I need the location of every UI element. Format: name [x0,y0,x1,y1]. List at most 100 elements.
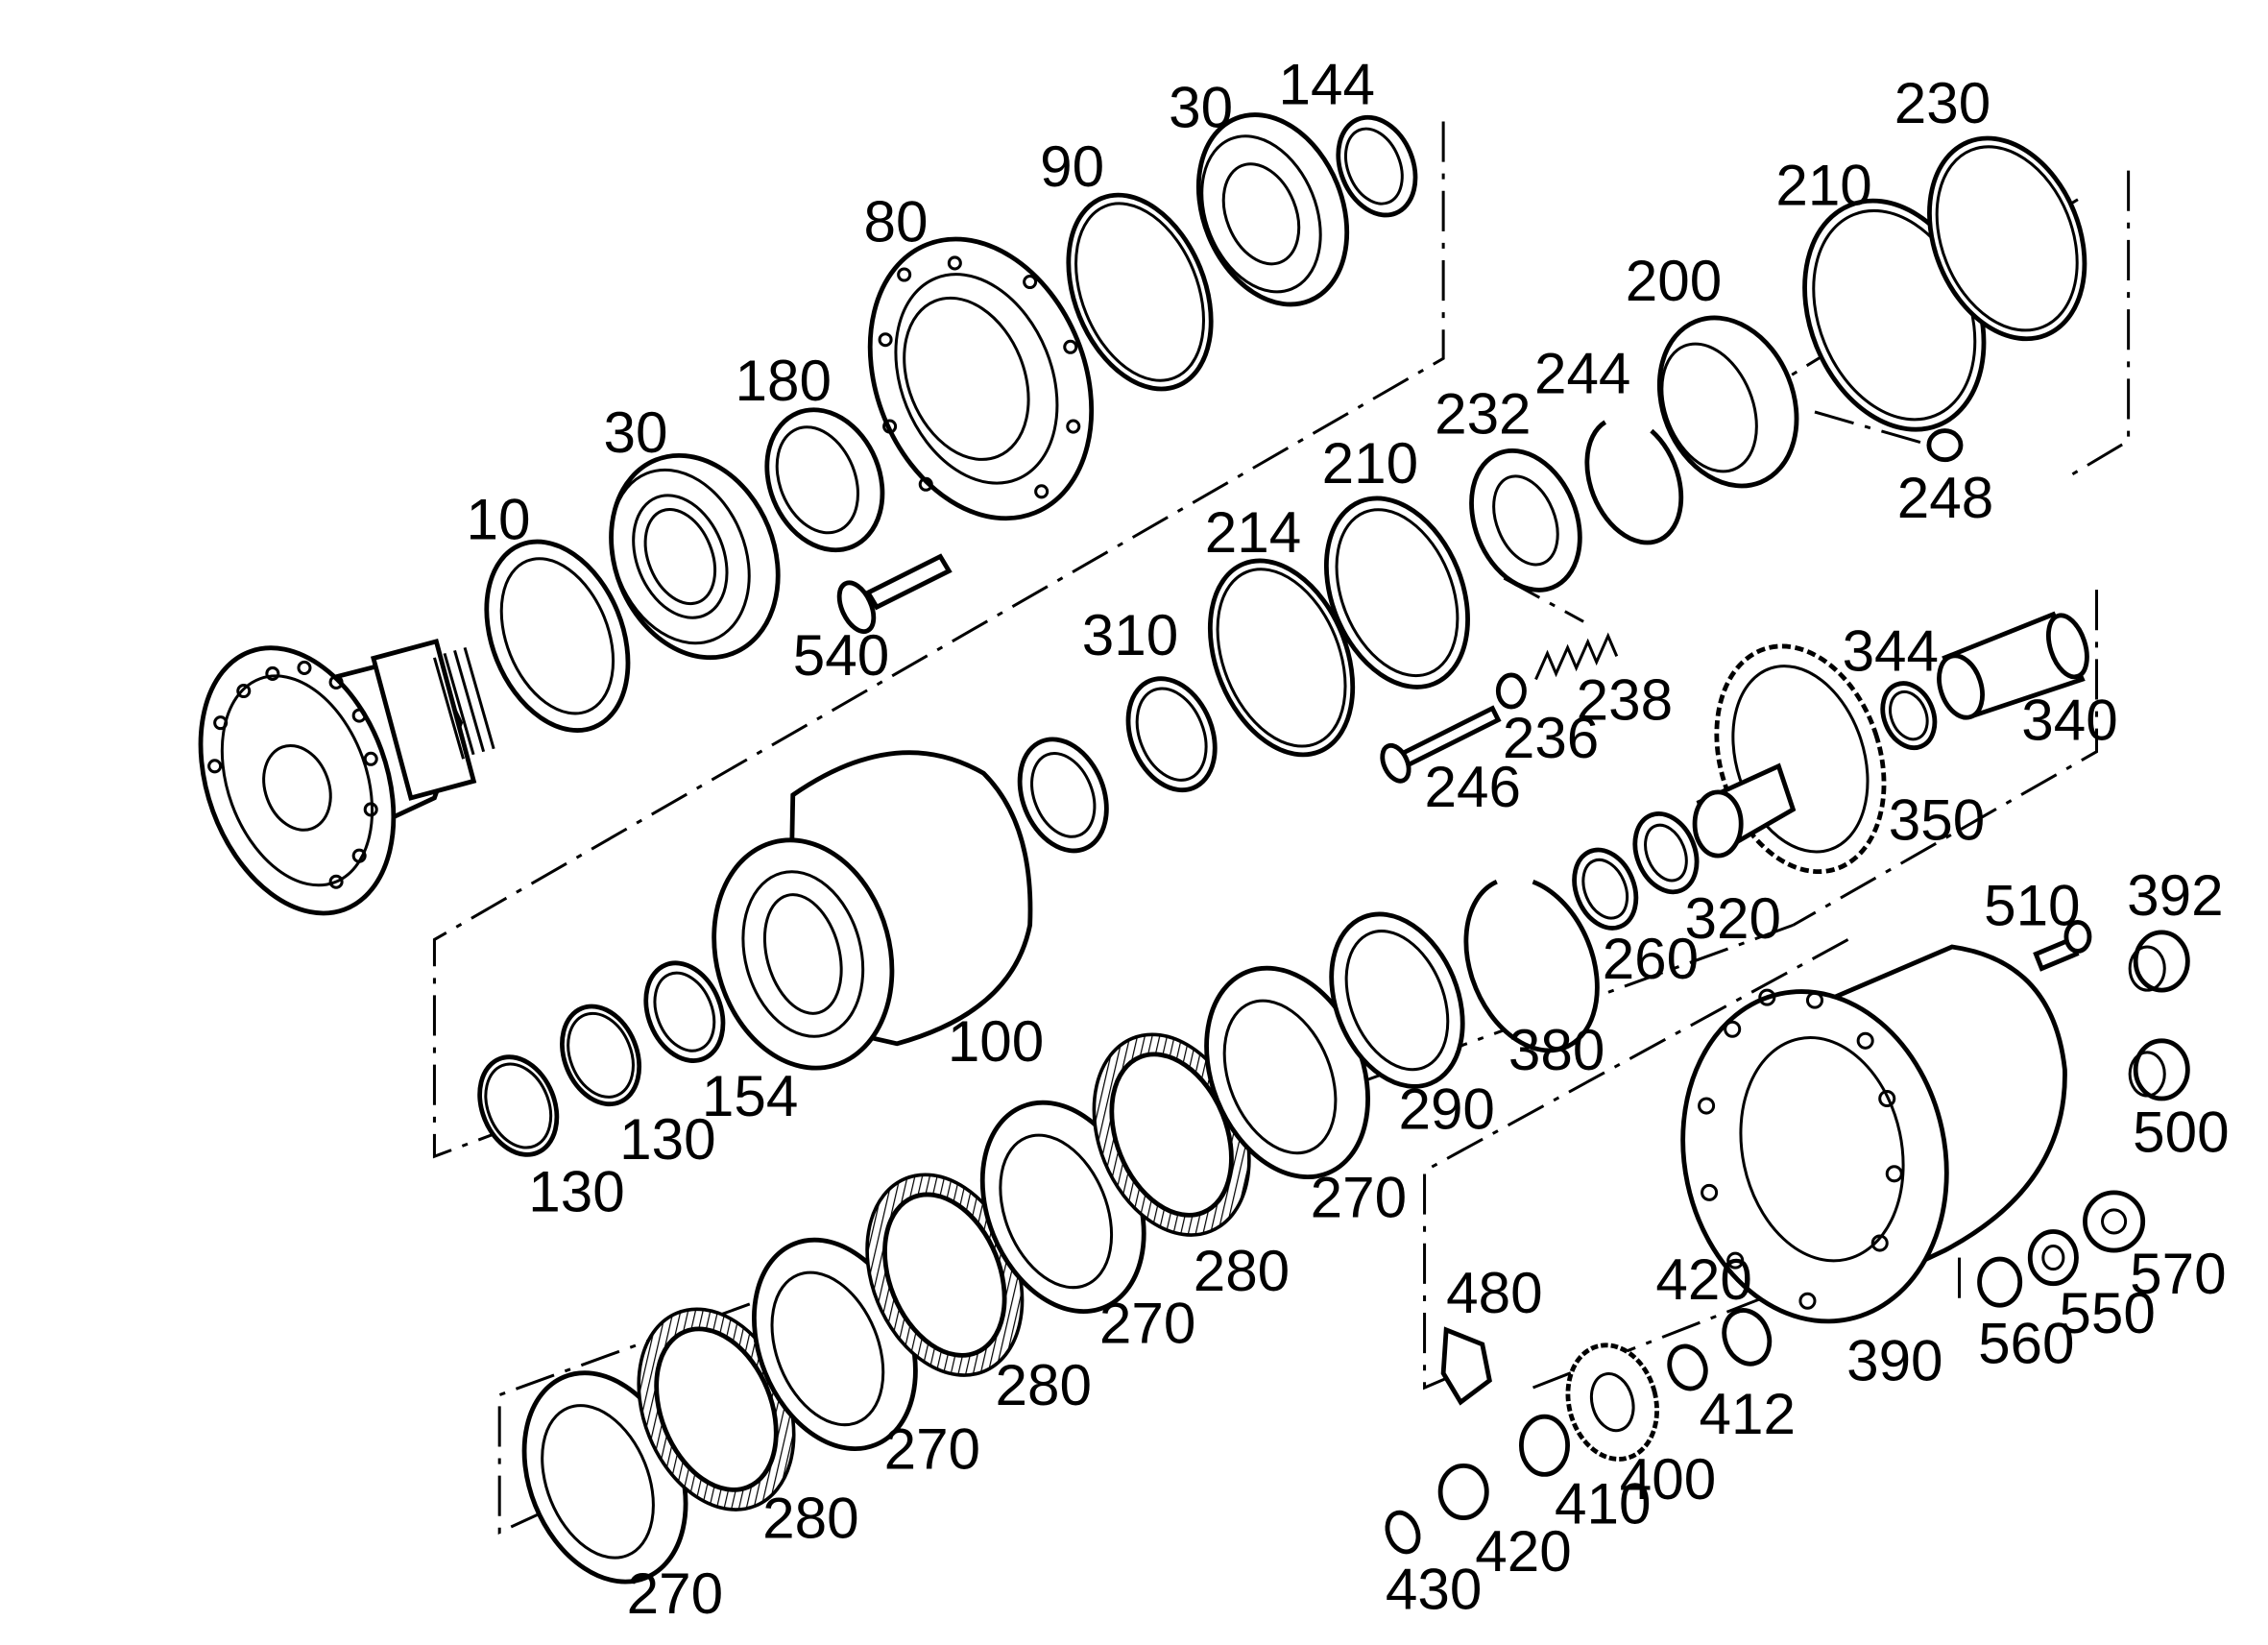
label-412: 412 [1700,1381,1796,1446]
part-10-seal [484,539,631,733]
clutch-disc-pack [521,965,1370,1585]
label-392: 392 [2127,862,2223,928]
label-180: 180 [736,348,832,413]
part-236-washer [1495,672,1527,710]
part-246-bolt [1380,705,1502,784]
label-100: 100 [948,1008,1044,1074]
part-230-ring [1927,135,2087,342]
part-500-plug [2128,1038,2190,1101]
part-10-output-flange [198,639,495,916]
callout-labels: 10 30 180 80 90 30 144 540 310 214 210 2… [467,51,2230,1626]
label-30-left: 30 [604,399,668,465]
part-238-spring [1534,632,1619,681]
label-380: 380 [1508,1017,1604,1082]
label-214: 214 [1205,499,1301,565]
label-90: 90 [1040,133,1104,199]
label-500: 500 [2133,1100,2229,1165]
label-510: 510 [1984,872,2080,937]
label-270-c: 270 [1099,1290,1195,1355]
label-320: 320 [1685,885,1781,951]
label-550: 550 [2059,1280,2155,1345]
part-410-bearing [1519,1414,1570,1477]
part-550-nut [2027,1229,2079,1287]
part-380-snap-ring [1463,879,1600,1053]
label-310: 310 [1082,602,1178,667]
part-400-gear [1565,1343,1659,1462]
label-344: 344 [1843,617,1939,683]
part-144-ring [1336,114,1418,218]
part-344-ring [1880,681,1938,751]
label-236: 236 [1503,705,1599,770]
part-290-ring [1329,911,1465,1089]
label-270-d: 270 [884,1415,980,1481]
label-350: 350 [1889,787,1985,853]
label-210-mid: 210 [1322,430,1418,496]
label-200: 200 [1626,248,1722,313]
part-210-ring-mid [1323,496,1470,689]
part-412-ring [1667,1343,1708,1391]
label-130-b: 130 [619,1106,715,1172]
label-130-a: 130 [528,1158,624,1223]
part-560-washer [1977,1256,2023,1308]
part-200-piston [1656,315,1799,489]
part-30-bearing-top [1195,112,1350,307]
label-280-c: 280 [995,1352,1091,1417]
label-80: 80 [864,188,929,254]
part-130-ring-b [560,1004,642,1107]
part-570-nut [2083,1190,2146,1253]
part-248-nut [1926,428,1964,463]
part-90-o-ring [1066,192,1214,392]
part-392-plug [2128,930,2190,993]
label-232: 232 [1435,381,1531,447]
label-280-b: 280 [1194,1238,1290,1303]
label-570: 570 [2130,1241,2226,1306]
part-510-screw [2033,919,2092,972]
part-420-ring-bottom [1437,1463,1489,1520]
part-430-ring [1385,1510,1421,1555]
label-560: 560 [1978,1310,2074,1375]
label-290: 290 [1398,1077,1494,1142]
part-100-clutch-drum [712,750,1033,1071]
part-320-ring [1632,811,1700,895]
label-430: 430 [1386,1556,1482,1621]
label-540: 540 [793,622,889,688]
part-390-housing [1680,944,2067,1324]
part-180-ring [764,407,885,553]
label-420-top: 420 [1655,1246,1751,1312]
label-238: 238 [1577,667,1673,733]
part-540-screw [836,553,953,634]
label-410: 410 [1555,1471,1651,1536]
label-260: 260 [1603,926,1699,991]
label-154: 154 [702,1063,798,1128]
part-154-ring [643,960,726,1063]
label-340: 340 [2021,688,2117,753]
label-480: 480 [1446,1260,1542,1325]
label-280-d: 280 [762,1486,858,1551]
label-144: 144 [1279,51,1375,116]
label-210-top: 210 [1775,153,1871,218]
part-80-housing-flange [867,236,1095,521]
label-390: 390 [1846,1328,1942,1393]
label-248: 248 [1897,465,1993,530]
part-30-bearing-left [609,452,781,661]
label-230: 230 [1894,70,1991,135]
part-480-lock-plate [1440,1326,1492,1406]
label-30-top: 30 [1169,74,1233,139]
part-232-plate [1469,448,1582,593]
label-10: 10 [467,486,531,551]
part-340-splined-shaft [1937,611,2089,720]
label-270-b: 270 [1311,1164,1407,1229]
part-130-ring-a [477,1054,560,1157]
part-310-nut [1017,676,1218,854]
part-260-ring [1572,847,1639,931]
part-214-o-ring [1207,558,1356,758]
part-420-ring-top [1722,1308,1773,1367]
label-400: 400 [1620,1446,1716,1512]
label-420-bottom: 420 [1475,1518,1571,1584]
label-270-e: 270 [627,1560,723,1626]
label-244: 244 [1534,340,1630,405]
part-244-snap-ring [1584,420,1684,545]
part-350-gear [1692,643,1887,875]
label-246: 246 [1425,754,1521,819]
